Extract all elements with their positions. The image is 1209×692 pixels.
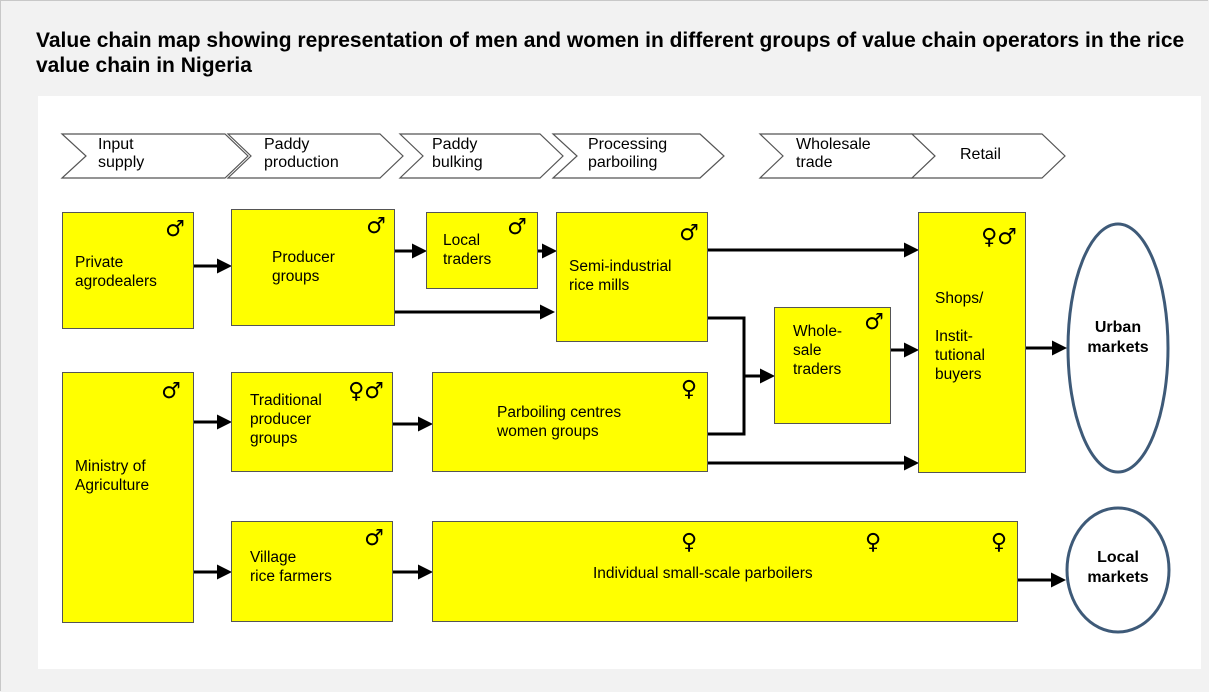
urban-markets-ellipse: [1066, 222, 1170, 474]
stage-chevron-production: [226, 133, 404, 179]
figure-title: Value chain map showing representation o…: [36, 29, 1185, 77]
stage-chevron-processing: [551, 133, 725, 179]
female-icon: ♀: [865, 530, 882, 555]
box-label: Individual small-scale parboilers: [593, 565, 813, 582]
male-icon: ♂: [507, 215, 527, 240]
local-markets-ellipse: [1065, 506, 1171, 634]
male-icon: ♂: [165, 217, 185, 242]
female-male-icon: ♀♂: [981, 225, 1017, 250]
stage-label-retail: Retail: [960, 146, 1001, 163]
stage-chevron-retail: [910, 133, 1066, 179]
female-icon: ♀: [680, 377, 697, 402]
stage-chevron-bulking: [398, 133, 564, 179]
male-icon: ♂: [364, 526, 384, 551]
arrow-ricemills-wholesale: [708, 316, 746, 436]
male-icon: ♂: [679, 221, 699, 246]
male-icon: ♂: [864, 310, 884, 335]
box-individual-small-scale-parboilers: ♀ ♀ ♀ Individual small-scale parboilers: [432, 521, 1018, 622]
male-icon: ♂: [161, 379, 181, 404]
female-male-icon: ♀♂: [348, 379, 384, 404]
female-icon: ♀: [990, 530, 1007, 555]
male-icon: ♂: [366, 214, 386, 239]
female-icon: ♀: [681, 530, 698, 555]
stage-chevron-input: [60, 133, 249, 179]
